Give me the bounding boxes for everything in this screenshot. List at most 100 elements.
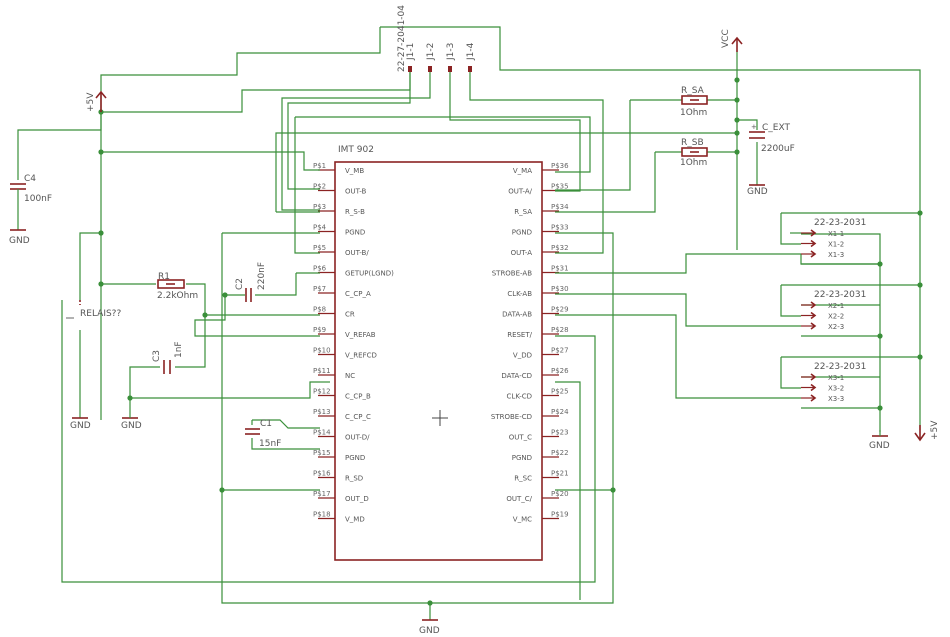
ic-name: IMT 902 <box>338 145 374 155</box>
ic-pin-label: STROBE-AB <box>492 270 532 278</box>
ic-pin-label: RESET/ <box>507 331 532 339</box>
connector-pin-label: X3-3 <box>828 395 844 403</box>
connectors: 22-23-2031X1-1X1-2X1-322-23-2031X2-1X2-2… <box>801 218 866 403</box>
capacitor-c4: C4 100nF <box>10 174 52 230</box>
svg-text:GND: GND <box>747 187 768 197</box>
ic-pin-label: V_MD <box>345 516 365 524</box>
ic-pin-label: OUT-A <box>511 249 533 257</box>
ic-pin-number: P$7 <box>313 285 326 293</box>
ic-pin-number: P$21 <box>551 470 569 478</box>
ic-pin-number: P$1 <box>313 162 326 170</box>
ic-pin-number: P$32 <box>551 244 569 252</box>
c3-name: C3 <box>152 350 162 362</box>
svg-text:GND: GND <box>70 421 91 431</box>
ic-pin-number: P$29 <box>551 306 569 314</box>
ic-pin-label: OUT_D <box>345 495 369 503</box>
header-pin-label: J1-3 <box>446 43 456 61</box>
resistor-r-sa: R_SA 1Ohm <box>680 86 708 118</box>
resistor-r-sb: R_SB 1Ohm <box>680 138 708 168</box>
ic-pin-label: OUT-B <box>345 188 367 196</box>
ic-pin-label: V_REFAB <box>345 331 376 339</box>
ic-pin-number: P$12 <box>313 388 331 396</box>
ic-pin-label: OUT-D/ <box>345 434 370 442</box>
resistor-r1: R1 2.2kOhm <box>157 272 198 301</box>
ic-pin-label: OUT_C/ <box>506 495 532 503</box>
ic-pin-label: NC <box>345 372 355 380</box>
connector-pin-label: X2-2 <box>828 313 844 321</box>
ic-pin-number: P$36 <box>551 162 569 170</box>
ic-pin-number: P$4 <box>313 224 327 232</box>
c-ext-name: C_EXT <box>762 123 790 133</box>
ic-pin-label: R_S-B <box>345 208 365 216</box>
gnd-c4: GND <box>9 229 30 246</box>
ic-pin-number: P$24 <box>551 408 569 416</box>
ic-pin-number: P$20 <box>551 490 569 498</box>
ic-pin-number: P$16 <box>313 470 331 478</box>
ic-pin-number: P$13 <box>313 408 331 416</box>
ic-pin-label: V_MA <box>513 167 532 175</box>
ic-pin-number: P$28 <box>551 326 569 334</box>
connector-part-label: 22-23-2031 <box>814 218 866 228</box>
ic-pin-label: C_CP_C <box>345 413 371 421</box>
svg-text:GND: GND <box>419 626 440 636</box>
connector-pin-label: X3-1 <box>828 374 844 382</box>
ic-pin-number: P$34 <box>551 203 569 211</box>
ic-pin-number: P$9 <box>313 326 326 334</box>
gnd-c3: GND <box>121 398 142 431</box>
relais-switch: RELAIS?? <box>66 300 121 319</box>
ic-pin-number: P$19 <box>551 511 569 519</box>
ic-pin-label: OUT_C <box>509 434 532 442</box>
ic-pin-label: V_MC <box>513 516 532 524</box>
gnd-connectors: GND <box>869 430 890 451</box>
capacitor-c3: C3 1nF <box>152 341 184 374</box>
svg-text:GND: GND <box>121 421 142 431</box>
ic-pin-label: DATA-CD <box>501 372 532 380</box>
header-pin <box>448 66 452 72</box>
ic-pin-number: P$22 <box>551 449 569 457</box>
connector-pin-label: X1-2 <box>828 241 844 249</box>
c1-value: 15nF <box>259 439 281 449</box>
ic-imt902: IMT 902 P$1V_MBP$2OUT-BP$3R_S-BP$4PGNDP$… <box>313 145 569 561</box>
ic-pin-number: P$35 <box>551 183 569 191</box>
wires <box>17 26 921 620</box>
ic-pin-label: DATA-AB <box>502 311 532 319</box>
ic-pin-number: P$5 <box>313 244 326 252</box>
ic-pin-number: P$18 <box>313 511 331 519</box>
ic-pin-label: C_CP_A <box>345 290 371 298</box>
ic-pin-label: CR <box>345 311 355 319</box>
c4-value: 100nF <box>24 194 52 204</box>
supply-5v-right-label: +5V <box>930 420 940 440</box>
ic-pin-label: OUT-A/ <box>508 188 532 196</box>
header-part-label: 22-27-2041-04 <box>397 5 407 72</box>
ic-pin-number: P$23 <box>551 429 569 437</box>
r-sa-name: R_SA <box>681 86 705 96</box>
ic-pin-number: P$31 <box>551 265 569 273</box>
r1-value: 2.2kOhm <box>157 291 198 301</box>
ic-pin-label: C_CP_B <box>345 393 371 401</box>
ic-pin-number: P$27 <box>551 347 569 355</box>
c3-value: 1nF <box>174 341 184 358</box>
connector-part-label: 22-23-2031 <box>814 362 866 372</box>
ic-pin-label: PGND <box>512 454 532 462</box>
supply-5v-right: +5V <box>914 420 940 442</box>
ic-pin-label: STROBE-CD <box>491 413 532 421</box>
ic-pin-number: P$33 <box>551 224 569 232</box>
ic-pin-label: PGND <box>512 229 532 237</box>
ic-pin-number: P$26 <box>551 367 569 375</box>
r-sb-value: 1Ohm <box>680 158 707 168</box>
ic-pin-number: P$30 <box>551 285 569 293</box>
gnd-relais: GND <box>70 417 91 431</box>
ic-left-pins: P$1V_MBP$2OUT-BP$3R_S-BP$4PGNDP$5OUT-B/P… <box>313 162 394 524</box>
connector-pin-label: X1-1 <box>828 230 844 238</box>
gnd-bottom: GND <box>419 619 440 636</box>
header-pin-label: J1-4 <box>466 42 476 61</box>
c2-value: 220nF <box>257 262 267 290</box>
header-pin <box>428 66 432 72</box>
capacitor-c2: C2 220nF <box>235 262 267 302</box>
supply-5v-left: +5V <box>86 90 107 112</box>
header-pin-label: J1-2 <box>426 43 436 61</box>
